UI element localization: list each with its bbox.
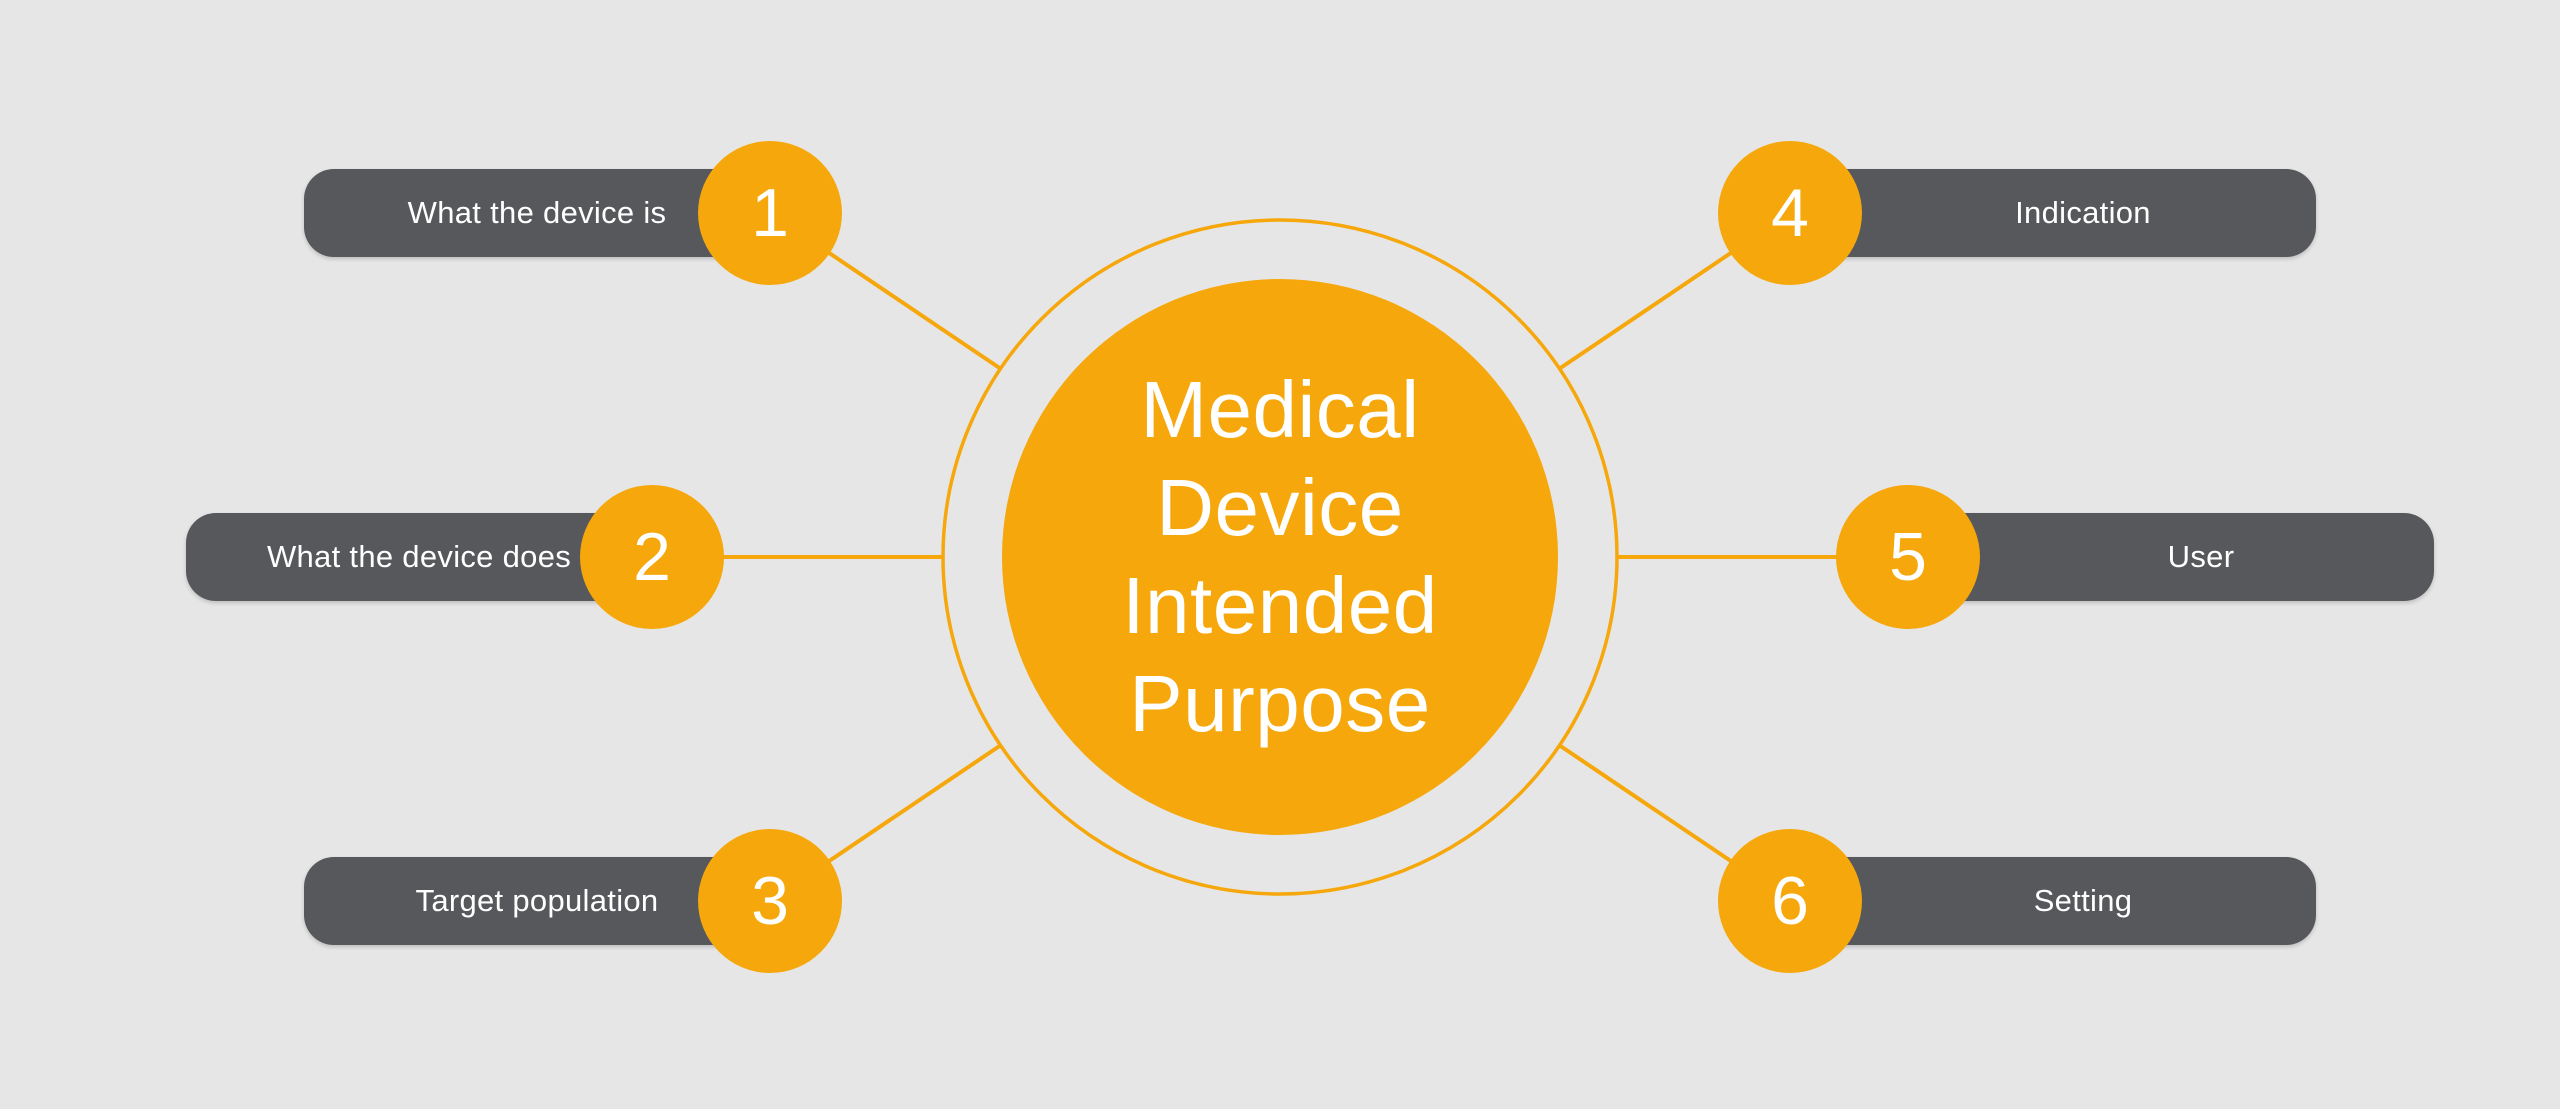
item-4-number-circle: 4 — [1718, 141, 1862, 285]
center-title: Medical Device Intended Purpose — [1122, 365, 1438, 748]
item-2-label: What the device does — [266, 539, 572, 574]
item-6-pill: Setting — [1790, 857, 2316, 945]
item-1-number: 1 — [751, 175, 789, 251]
item-3-label: Target population — [415, 883, 659, 918]
item-1-label: What the device is — [407, 195, 667, 230]
item-5-number-circle: 5 — [1836, 485, 1980, 629]
item-2-number: 2 — [633, 519, 671, 595]
item-3-number-circle: 3 — [698, 829, 842, 973]
item-6-label: Setting — [2033, 883, 2133, 918]
item-3-number: 3 — [751, 863, 789, 939]
item-5-label: User — [2167, 539, 2235, 574]
bottom-edge-strip — [0, 1109, 2560, 1114]
item-2-number-circle: 2 — [580, 485, 724, 629]
item-4-label: Indication — [2015, 195, 2151, 230]
item-4-number: 4 — [1771, 175, 1809, 251]
item-5-number: 5 — [1889, 519, 1927, 595]
item-6-number-circle: 6 — [1718, 829, 1862, 973]
item-4-pill: Indication — [1790, 169, 2316, 257]
item-5-pill: User — [1908, 513, 2434, 601]
item-6-number: 6 — [1771, 863, 1809, 939]
item-1-number-circle: 1 — [698, 141, 842, 285]
center-circle — [1002, 279, 1558, 835]
outer-ring — [941, 218, 1619, 896]
